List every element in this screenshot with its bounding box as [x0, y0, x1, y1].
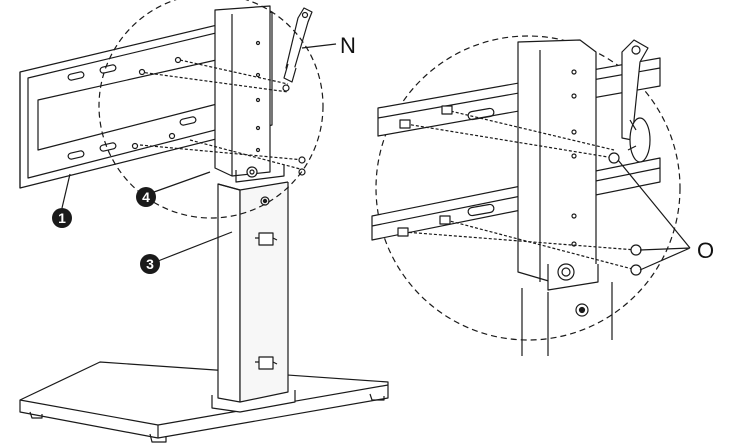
column-detail — [521, 282, 613, 356]
stand-column — [211, 181, 296, 413]
leader-4 — [153, 171, 211, 193]
tv-mount-frame — [19, 11, 273, 189]
part-n-label: N — [340, 33, 356, 58]
leader-1 — [61, 173, 71, 209]
zoom-circle-left — [98, 0, 324, 219]
screw-lines-right — [403, 109, 637, 271]
wrench-tool-right — [621, 39, 651, 163]
part-3-badge: 3 — [140, 254, 160, 274]
bracket-left — [214, 5, 285, 183]
zoom-circle-right — [375, 35, 681, 341]
part-1-badge: 1 — [52, 208, 72, 228]
tv-frame-detail — [371, 57, 661, 241]
bracket-detail — [517, 39, 599, 291]
screw-lines-left — [139, 59, 305, 171]
leader-n — [301, 43, 337, 49]
wrench-tool-left — [283, 7, 313, 83]
leader-o — [617, 159, 691, 271]
base-plate — [19, 361, 389, 443]
part-o-label: O — [697, 238, 715, 263]
part-4-badge: 4 — [136, 187, 156, 207]
leader-3 — [157, 231, 233, 262]
screws-right — [397, 105, 642, 276]
